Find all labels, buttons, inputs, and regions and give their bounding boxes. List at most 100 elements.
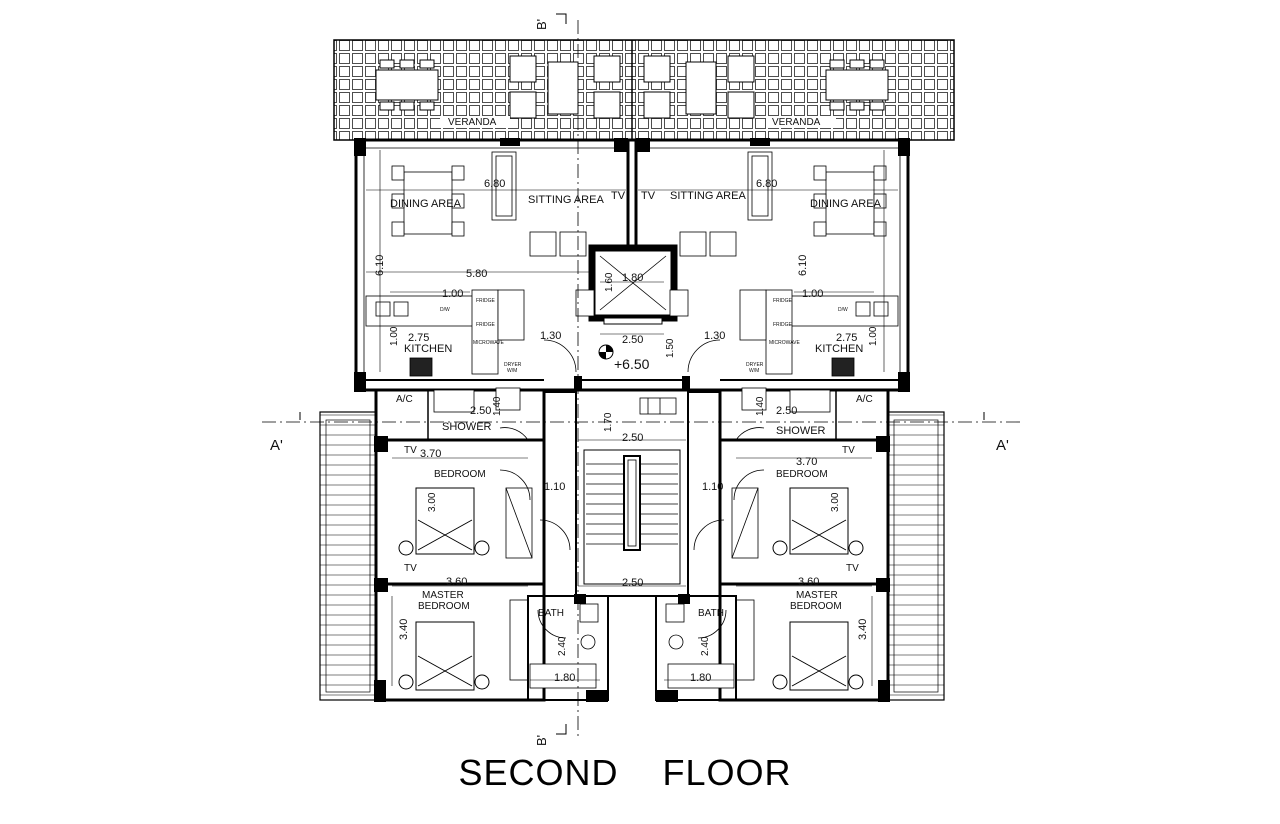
room-label-bedroom-left: BEDROOM [434,469,486,480]
room-label-shower-left: SHOWER [442,421,492,433]
dim-2-75-right: 2.75 [836,332,857,344]
appliance-fridge-right-2: FRIDGE [773,322,793,328]
dim-1-00-right-h: 1.00 [802,288,823,300]
lift-shaft [588,244,678,325]
dim-3-40-right: 3.40 [857,619,869,640]
appliance-fridge-right-1: FRIDGE [773,298,793,304]
dim-6-10-left: 6.10 [374,255,386,276]
appliance-dryer-left: DRYER [504,362,522,368]
room-label-veranda-left: VERANDA [448,117,497,128]
drawing-title: SECOND FLOOR [458,752,792,793]
dim-6-10-right: 6.10 [797,255,809,276]
dim-1-70: 1.70 [603,412,614,432]
room-label-kitchen-right: KITCHEN [815,343,863,355]
dim-1-40-right: 1.40 [755,396,766,416]
room-label-dining-right: DINING AREA [810,198,882,210]
section-lines [262,20,1020,740]
appliance-microwave-left: MICROWAVE [473,340,504,346]
dim-1-80-lift: 1.80 [622,272,643,284]
tv-label-bedroom-left: TV [404,445,417,456]
room-label-bath-left: BATH [538,608,564,619]
room-label-ac-left: A/C [396,394,413,405]
room-label-sitting-right: SITTING AREA [670,190,746,202]
dim-2-40-left: 2.40 [557,636,568,656]
room-label-sitting-left: SITTING AREA [528,194,604,206]
dim-3-40-left: 3.40 [398,619,410,640]
room-label-master-left-2: BEDROOM [418,601,470,612]
dim-1-00-right-v: 1.00 [868,326,879,346]
room-label-veranda-right: VERANDA [772,117,821,128]
section-mark-a-right: A' [996,437,1009,454]
section-mark-b-top: B' [534,19,549,30]
side-balconies [319,411,945,701]
room-label-dining-left: DINING AREA [390,198,462,210]
dim-2-50-shower-right: 2.50 [776,405,797,417]
level-marker [598,344,614,360]
dim-1-40-left: 1.40 [492,396,503,416]
tv-label-bedroom-right: TV [842,445,855,456]
appliance-fridge-left-1: FRIDGE [476,298,496,304]
dim-1-60-lift: 1.60 [604,272,615,292]
dim-2-75-left: 2.75 [408,332,429,344]
dim-2-50-stair: 2.50 [622,577,643,589]
dim-1-10-left: 1.10 [544,481,565,493]
dim-6-80-left: 6.80 [484,178,505,190]
tv-label-master-right: TV [846,563,859,574]
tv-label-sitting-left: TV [611,190,626,202]
dim-5-80: 5.80 [466,268,487,280]
dim-6-80-right: 6.80 [756,178,777,190]
dim-3-00-right: 3.00 [830,492,841,512]
dim-2-50-corridor: 2.50 [622,432,643,444]
tv-label-master-left: TV [404,563,417,574]
appliance-dw-left: D/W [440,307,450,313]
dim-2-50-shower-left: 2.50 [470,405,491,417]
bath-fixtures [433,387,831,689]
appliance-dw-right: D/W [838,307,848,313]
section-mark-b-bottom: B' [534,735,549,746]
doors [499,339,765,639]
kitchen-counters [365,289,899,377]
room-label-master-right-1: MASTER [796,590,838,601]
dining-table-left [391,165,465,237]
dim-2-40-right: 2.40 [700,636,711,656]
stair [586,455,678,551]
sofas [491,151,773,317]
appliance-microwave-right: MICROWAVE [769,340,800,346]
dim-1-10-right: 1.10 [702,481,723,493]
dim-2-50-landing: 2.50 [622,334,643,346]
appliance-wm-left: W/M [507,368,517,374]
dim-3-70-left: 3.70 [420,448,441,460]
appliance-wm-right: W/M [749,368,759,374]
room-label-shower-right: SHOWER [776,425,826,437]
beds [398,487,864,691]
veranda [333,39,955,141]
dim-1-50: 1.50 [665,338,676,358]
dim-1-80-bath-right: 1.80 [690,672,711,684]
dim-1-00-left-h: 1.00 [442,288,463,300]
dim-1-80-bath-left: 1.80 [554,672,575,684]
section-arrows [299,13,985,735]
lift-car-icon [639,397,677,415]
tv-label-sitting-right: TV [641,190,656,202]
wardrobes [505,487,759,681]
level-value: +6.50 [614,356,650,372]
dim-3-60-right: 3.60 [798,576,819,588]
dim-1-30-right: 1.30 [704,330,725,342]
dim-3-70-right: 3.70 [796,456,817,468]
dim-1-00-left-v: 1.00 [389,326,400,346]
labels: VERANDA VERANDA DINING AREA DINING AREA … [270,19,1009,746]
room-label-bedroom-right: BEDROOM [776,469,828,480]
appliance-dryer-right: DRYER [746,362,764,368]
room-label-master-left-1: MASTER [422,590,464,601]
section-mark-a-left: A' [270,437,283,454]
dining-table-right [813,165,887,237]
dimension-lines [366,150,898,686]
room-label-master-right-2: BEDROOM [790,601,842,612]
room-label-bath-right: BATH [698,608,724,619]
appliance-fridge-left-2: FRIDGE [476,322,496,328]
dim-3-00-left: 3.00 [427,492,438,512]
dim-1-30-left: 1.30 [540,330,561,342]
room-label-kitchen-left: KITCHEN [404,343,452,355]
room-label-ac-right: A/C [856,394,873,405]
